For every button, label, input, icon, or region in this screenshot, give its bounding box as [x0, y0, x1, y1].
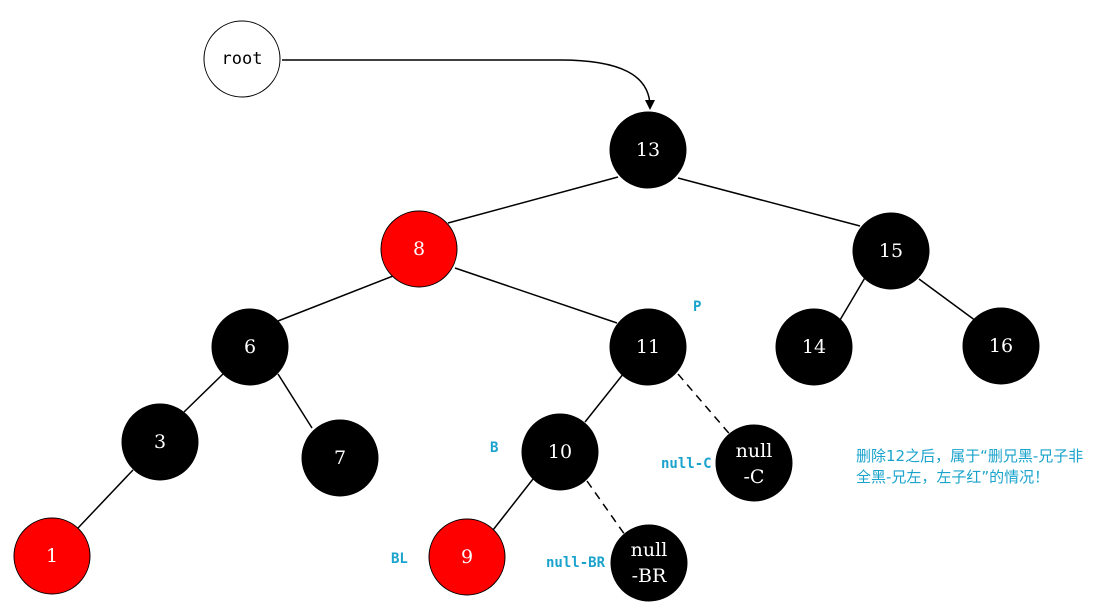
root-node [203, 20, 281, 98]
node-10-label: 10 [548, 441, 572, 463]
annotation-bl: BL [391, 551, 408, 567]
node-15: 15 [852, 212, 930, 290]
annotation-b: B [490, 440, 498, 456]
edge-10-9 [492, 478, 534, 531]
node-null-br-label-2: -BR [632, 565, 667, 587]
edge-11-null-c [677, 373, 734, 439]
root-pointer-arrow [282, 59, 655, 110]
node-null-br-label-1: null [631, 539, 668, 561]
edge-8-11 [454, 267, 618, 324]
node-3: 3 [121, 403, 199, 481]
node-16-label: 16 [989, 335, 1013, 357]
case-note: 删除12之后，属于“删兄黑-兄子非全黑-兄左，左子红”的情况！ [856, 447, 1084, 486]
node-15-label: 15 [879, 240, 903, 262]
edge-10-null-br [586, 480, 626, 536]
node-7: 7 [301, 419, 379, 497]
node-1: 1 [13, 517, 91, 595]
node-8-label: 8 [413, 238, 425, 260]
node-11-label: 11 [636, 336, 660, 358]
edge-6-7 [277, 373, 313, 429]
node-13: 13 [609, 111, 687, 189]
edge-13-8 [447, 176, 619, 224]
node-6-label: 6 [244, 336, 256, 358]
annotation-null-c: null-C [661, 456, 712, 472]
edge-15-14 [839, 275, 867, 321]
annotation-p: P [693, 299, 701, 315]
node-null-c: null -C [715, 424, 793, 502]
node-10: 10 [521, 413, 599, 491]
node-7-label: 7 [334, 447, 346, 469]
node-8: 8 [380, 210, 458, 288]
node-13-label: 13 [636, 139, 660, 161]
edge-13-15 [677, 177, 861, 227]
node-11: 11 [609, 308, 687, 386]
node-14-label: 14 [802, 336, 826, 358]
annotation-null-br: null-BR [546, 555, 606, 571]
node-6: 6 [211, 308, 289, 386]
edge-11-10 [584, 372, 625, 423]
edge-6-3 [183, 373, 224, 413]
node-null-c-label-2: -C [744, 466, 765, 488]
node-14: 14 [775, 308, 853, 386]
edge-3-1 [77, 469, 134, 529]
node-9-label: 9 [461, 546, 473, 568]
edge-15-16 [918, 278, 977, 322]
root-label: root [222, 49, 263, 69]
node-null-br: null -BR [610, 524, 688, 602]
node-16: 16 [962, 307, 1040, 385]
node-1-label: 1 [46, 545, 58, 567]
node-null-c-label-1: null [736, 440, 773, 462]
node-9: 9 [428, 518, 506, 596]
node-3-label: 3 [154, 431, 166, 453]
edge-8-6 [277, 275, 394, 322]
